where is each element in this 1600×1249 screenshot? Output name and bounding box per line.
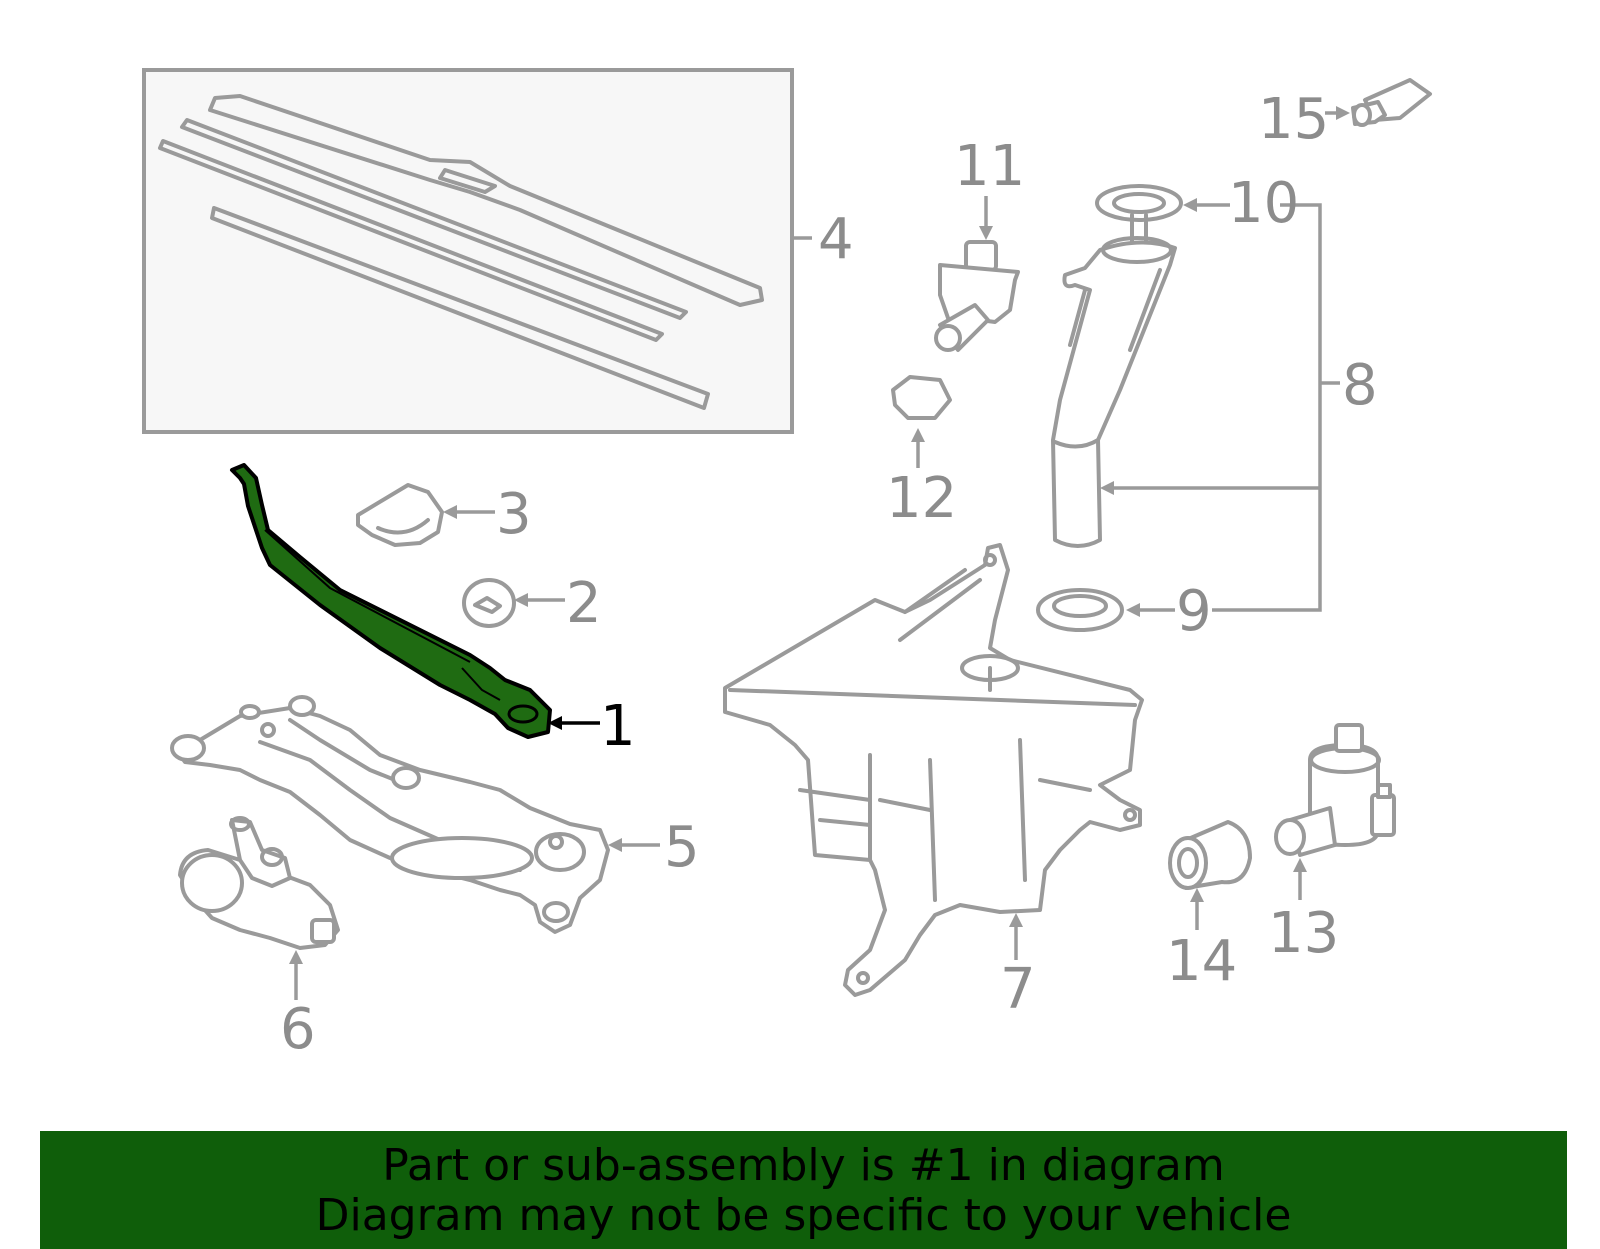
part-7-washer-reservoir[interactable] [723,543,1144,997]
callout-6: 6 [280,997,316,1062]
callout-11: 11 [954,134,1025,199]
callout-9: 9 [1176,579,1212,644]
callout-5: 5 [664,815,700,880]
callout-8: 8 [1342,353,1378,418]
part-8-filler-neck[interactable] [1051,236,1177,548]
callout-7: 7 [1000,957,1036,1022]
info-banner: Part or sub-assembly is #1 in diagram Di… [40,1131,1567,1249]
callout-15: 15 [1258,87,1329,152]
leader-lines [289,106,1350,1000]
callout-1: 1 [600,694,636,759]
part-1-wiper-arm[interactable] [230,463,552,739]
part-5-linkage[interactable] [170,695,610,934]
callout-10: 10 [1228,171,1299,236]
part-9-grommet[interactable] [1036,588,1124,632]
banner-line-1: Part or sub-assembly is #1 in diagram [382,1140,1225,1191]
callout-13: 13 [1268,901,1339,966]
part-2-nut[interactable] [462,578,516,628]
callout-2: 2 [566,571,602,636]
banner-line-2: Diagram may not be specific to your vehi… [315,1190,1292,1241]
part-15-connector[interactable] [1351,78,1432,127]
part-3-pivot-cap[interactable] [356,483,444,547]
part-13-washer-pump[interactable] [1274,723,1396,857]
callout-12: 12 [886,466,957,531]
callout-4: 4 [818,207,854,272]
callout-14: 14 [1166,929,1237,994]
part-4-wiper-blade[interactable] [142,68,794,434]
part-14-pump-grommet[interactable] [1168,820,1252,890]
part-12-hex-clip[interactable] [891,375,952,420]
part-6-wiper-motor[interactable] [178,816,340,950]
part-11-washer-nozzle[interactable] [934,240,1020,352]
callout-3: 3 [496,482,532,547]
